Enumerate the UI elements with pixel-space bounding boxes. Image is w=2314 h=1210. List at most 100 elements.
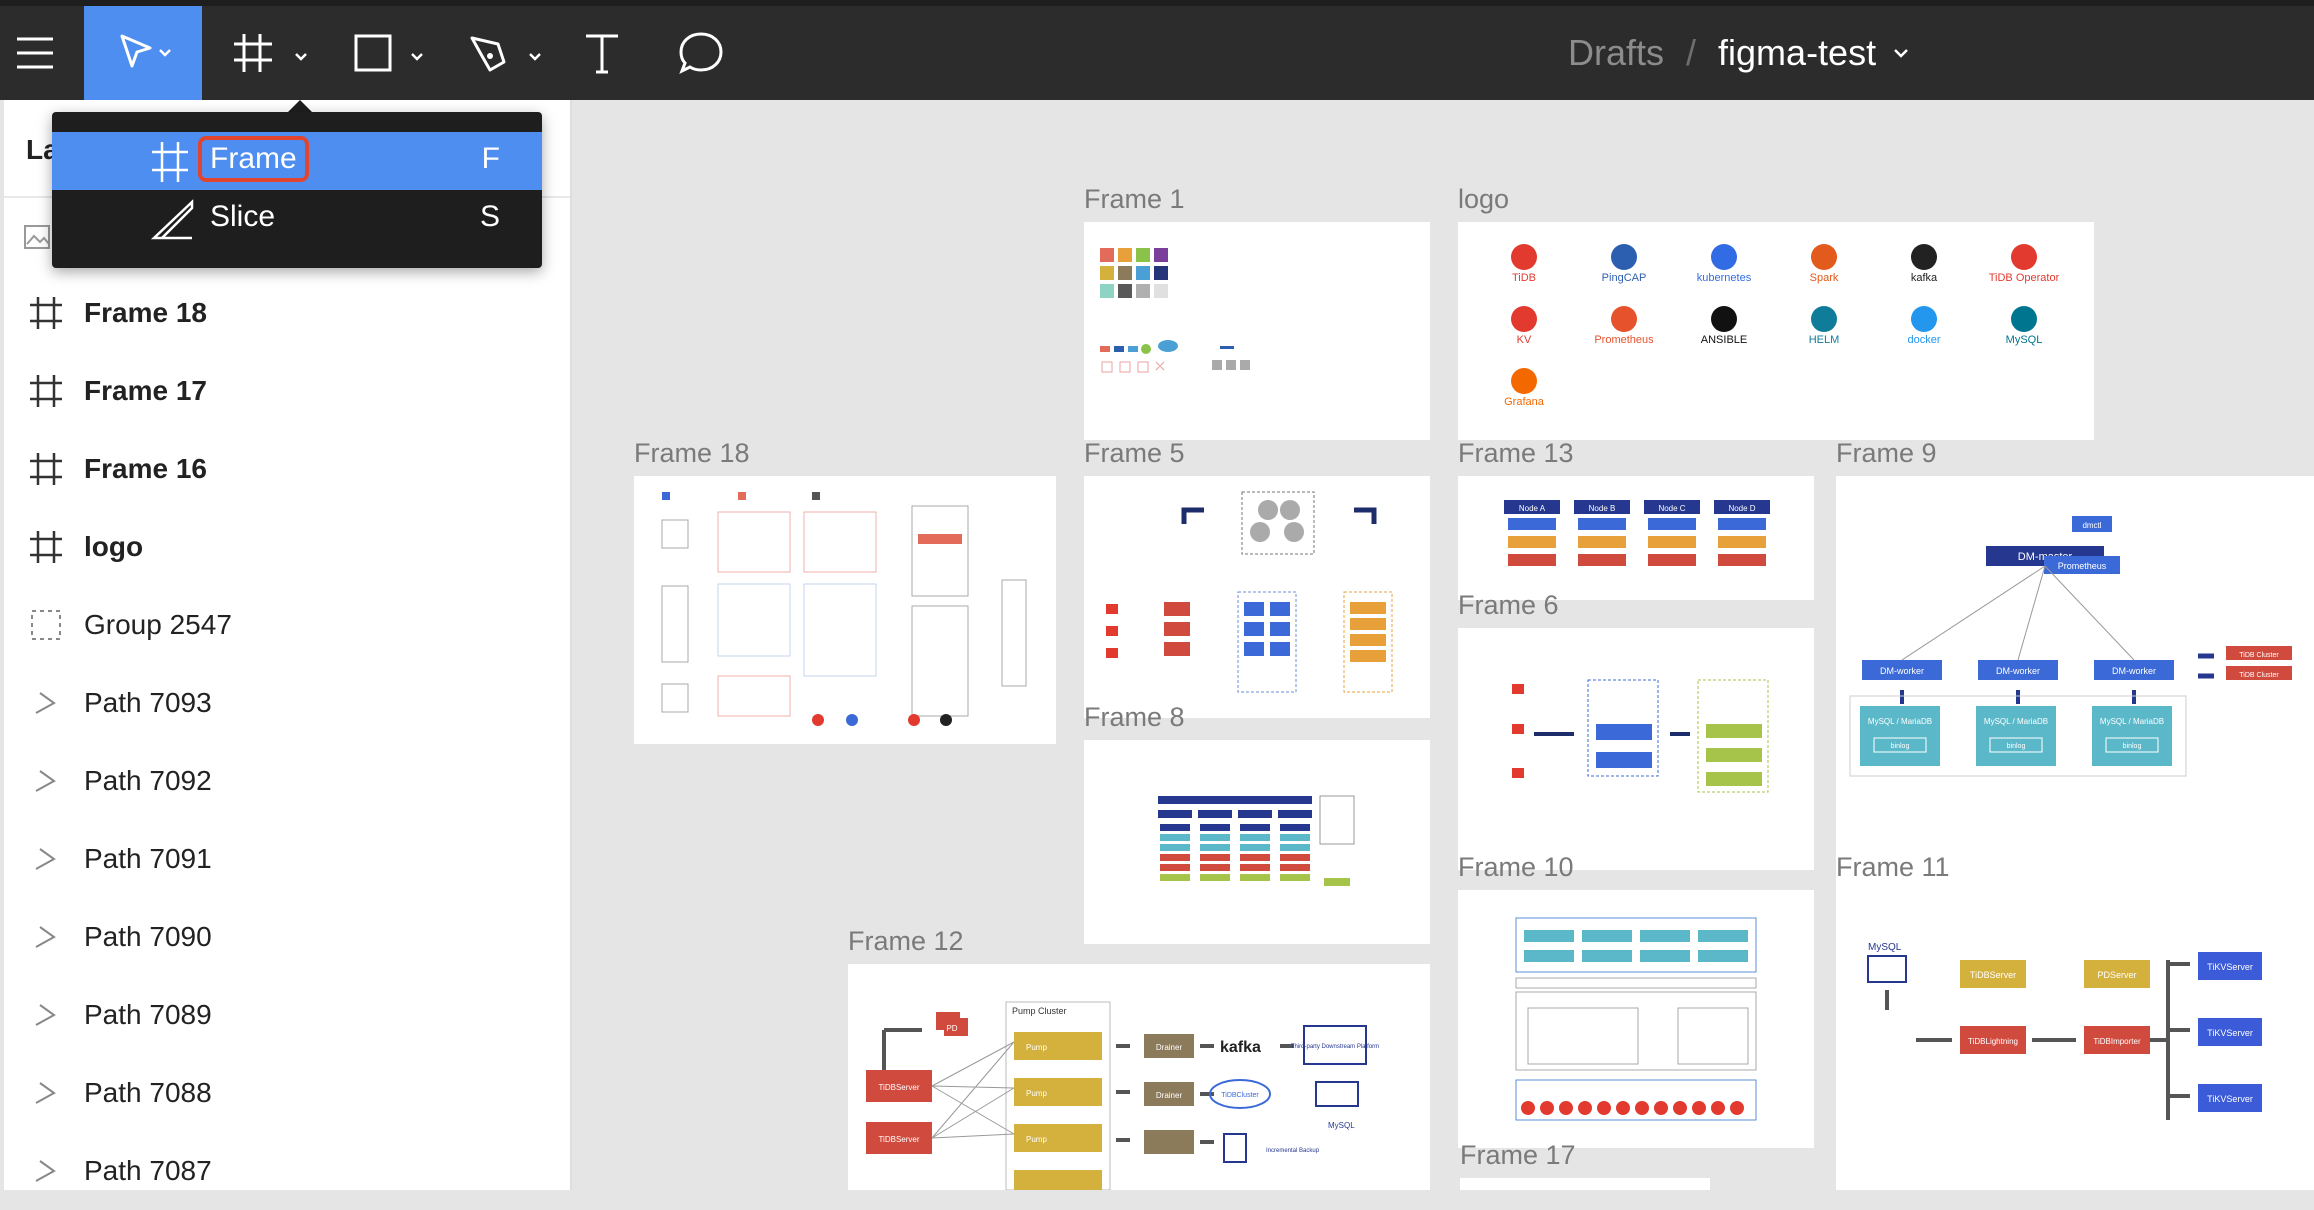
logo-name: Grafana — [1504, 396, 1544, 408]
tikv-node — [1692, 1101, 1706, 1115]
comment-tool-button[interactable] — [666, 6, 736, 100]
binlog-text: binlog — [2007, 743, 2026, 750]
mysql-text: MySQL / MariaDB — [2100, 717, 2164, 726]
frame-11[interactable]: MySQL TiDBServer PDServer TiDBLightning … — [1836, 890, 2314, 1190]
region-block — [1578, 518, 1626, 530]
node-header — [1714, 500, 1770, 514]
logo-icon — [1711, 306, 1737, 332]
logo-icon — [1911, 244, 1937, 270]
layer-name: Path 7090 — [84, 921, 212, 952]
layer-row[interactable]: Frame 18 — [4, 274, 570, 352]
frame-icon — [26, 527, 66, 567]
region-cell — [1240, 854, 1270, 861]
frame-9[interactable]: DM-master dmctl Prometheus DM-worker DM-… — [1836, 476, 2314, 896]
tidb-server-text: TiDBServer — [878, 1135, 919, 1144]
node-label: Node B — [1589, 504, 1616, 513]
frame-1-content — [1100, 248, 1250, 373]
incremental-text: Incremental Backup — [1266, 1148, 1320, 1154]
node-header — [1644, 500, 1700, 514]
frame-label[interactable]: Frame 12 — [848, 926, 964, 956]
frame-label[interactable]: logo — [1458, 184, 1510, 214]
frame-8[interactable] — [1084, 740, 1430, 944]
region-cell — [1240, 874, 1270, 881]
mysql-label: MySQL — [1868, 942, 1902, 953]
menu-item-slice[interactable]: Slice S — [52, 190, 542, 248]
layer-row[interactable]: logo — [4, 508, 570, 586]
logo-name: kubernetes — [1696, 272, 1752, 284]
logo-item: MySQL — [1978, 306, 2070, 346]
frame-icon — [26, 293, 66, 333]
logo-icon — [1911, 306, 1937, 332]
logo-name: MySQL — [2005, 334, 2043, 346]
menu-item-frame[interactable]: Frame F — [52, 132, 542, 190]
layer-row[interactable]: Group 2547 — [4, 586, 570, 664]
frame-17[interactable] — [1460, 1178, 1710, 1190]
logo-item: KV — [1478, 306, 1570, 346]
frame-12-content: Pump Cluster PD TiDBServer TiDBServer Pu… — [866, 1001, 1379, 1190]
frame-label[interactable]: Frame 6 — [1458, 590, 1559, 620]
logo-item: Spark — [1778, 244, 1870, 284]
frame-label[interactable]: Frame 1 — [1084, 184, 1185, 214]
frame-1[interactable] — [1084, 222, 1430, 440]
frame-label[interactable]: Frame 5 — [1084, 438, 1185, 468]
dmctl-text: dmctl — [2082, 521, 2101, 530]
region-cell — [1280, 824, 1310, 831]
layer-row[interactable]: Path 7092 — [4, 742, 570, 820]
region-cell — [1160, 874, 1190, 881]
layer-row[interactable]: Path 7090 — [4, 898, 570, 976]
frame-label[interactable]: Frame 8 — [1084, 702, 1185, 732]
logo-item: TiDB — [1478, 244, 1570, 284]
frame-label[interactable]: Frame 17 — [1460, 1140, 1576, 1170]
frame-9-content: DM-master dmctl Prometheus DM-worker DM-… — [1849, 516, 2292, 777]
layer-row[interactable]: Frame 17 — [4, 352, 570, 430]
pen-tool-button[interactable] — [458, 6, 554, 100]
frame-label[interactable]: Frame 13 — [1458, 438, 1574, 468]
region-cell — [1240, 864, 1270, 871]
frame-18[interactable] — [634, 476, 1056, 744]
frame-tool-button[interactable] — [222, 6, 318, 100]
frame-label[interactable]: Frame 18 — [634, 438, 750, 468]
layer-row[interactable]: Path 7087 — [4, 1132, 570, 1210]
layer-row[interactable]: Path 7091 — [4, 820, 570, 898]
logo-name: KV — [1516, 334, 1532, 346]
frame-label[interactable]: Frame 9 — [1836, 438, 1937, 468]
layer-row[interactable]: Path 7093 — [4, 664, 570, 742]
text-tool-button[interactable] — [572, 6, 632, 100]
chevron-down-icon[interactable] — [1886, 38, 1916, 68]
layer-row[interactable]: Path 7088 — [4, 1054, 570, 1132]
frame-5-content — [1106, 491, 1393, 693]
logo-name: HELM — [1808, 334, 1840, 346]
frame-6[interactable] — [1458, 628, 1814, 870]
menu-button[interactable] — [0, 6, 70, 100]
menu-item-label: Frame — [198, 136, 309, 182]
dm-worker-text: DM-worker — [1996, 666, 2040, 676]
tikv-node — [1578, 1101, 1592, 1115]
region-block — [1508, 518, 1556, 530]
move-tool-button[interactable] — [84, 6, 202, 100]
path-icon — [26, 1073, 66, 1113]
layer-row[interactable]: Path 7089 — [4, 976, 570, 1054]
region-cell — [1280, 844, 1310, 851]
layer-name: Path 7092 — [84, 765, 212, 796]
shape-tool-button[interactable] — [340, 6, 436, 100]
dm-worker-text: DM-worker — [2112, 666, 2156, 676]
breadcrumb-folder[interactable]: Drafts — [1568, 32, 1665, 73]
region-block — [1578, 536, 1626, 548]
frame-5[interactable] — [1084, 476, 1430, 718]
frame-label[interactable]: Frame 10 — [1458, 852, 1574, 882]
layer-name: Path 7091 — [84, 843, 212, 874]
file-name[interactable]: figma-test — [1718, 32, 1877, 73]
tikv-node — [1654, 1101, 1668, 1115]
frame-10[interactable] — [1458, 890, 1814, 1148]
frame-12[interactable]: Pump Cluster PD TiDBServer TiDBServer Pu… — [848, 964, 1430, 1190]
toolbar: Drafts / figma-test — [0, 0, 2314, 100]
tikv-node — [1597, 1101, 1611, 1115]
region-cell — [1240, 844, 1270, 851]
layer-row[interactable]: Frame 16 — [4, 430, 570, 508]
frame-label[interactable]: Frame 11 — [1836, 852, 1950, 882]
breadcrumb-separator: / — [1686, 32, 1697, 73]
region-cell — [1200, 834, 1230, 841]
